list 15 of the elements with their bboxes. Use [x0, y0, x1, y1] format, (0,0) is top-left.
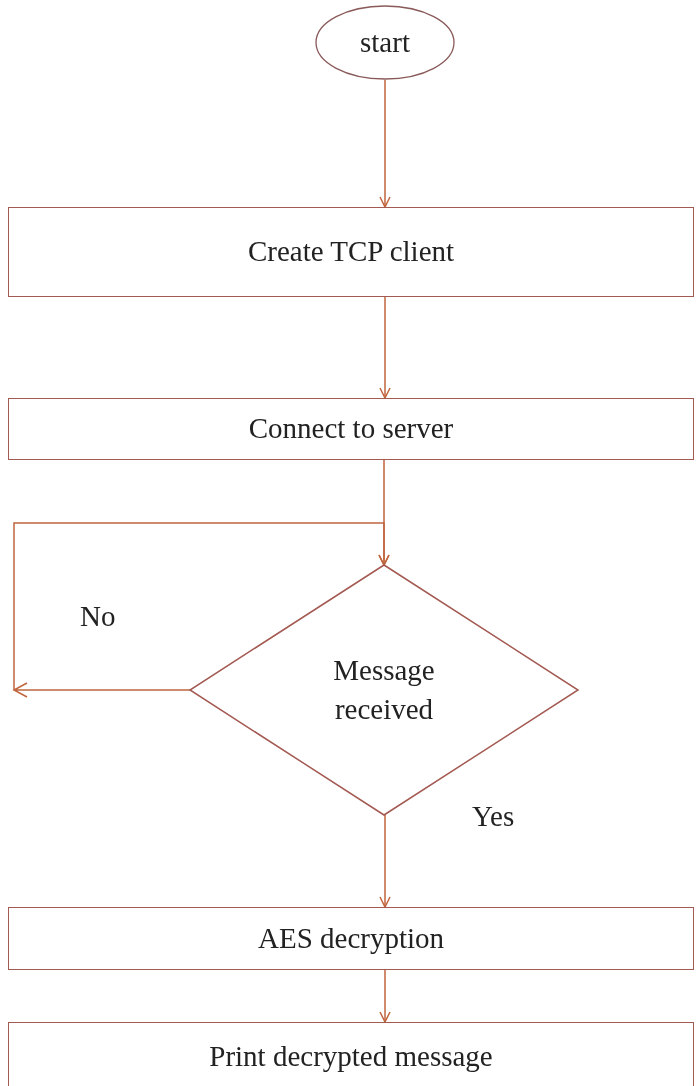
arrow — [379, 969, 391, 1023]
process-box — [8, 1022, 694, 1086]
node-text: Connect to server — [248, 411, 454, 447]
node-text: start — [360, 24, 410, 60]
node-text: Message received — [332, 652, 436, 727]
arrow — [12, 522, 390, 698]
node-text: AES decryption — [257, 920, 445, 956]
arrow — [379, 296, 391, 399]
process-box — [8, 398, 694, 460]
process-box — [8, 907, 694, 970]
arrow — [379, 814, 391, 908]
node-text: Print decrypted message — [209, 1039, 493, 1075]
process-box — [8, 207, 694, 297]
arrow — [379, 79, 391, 208]
node-text: Create TCP client — [247, 234, 455, 270]
